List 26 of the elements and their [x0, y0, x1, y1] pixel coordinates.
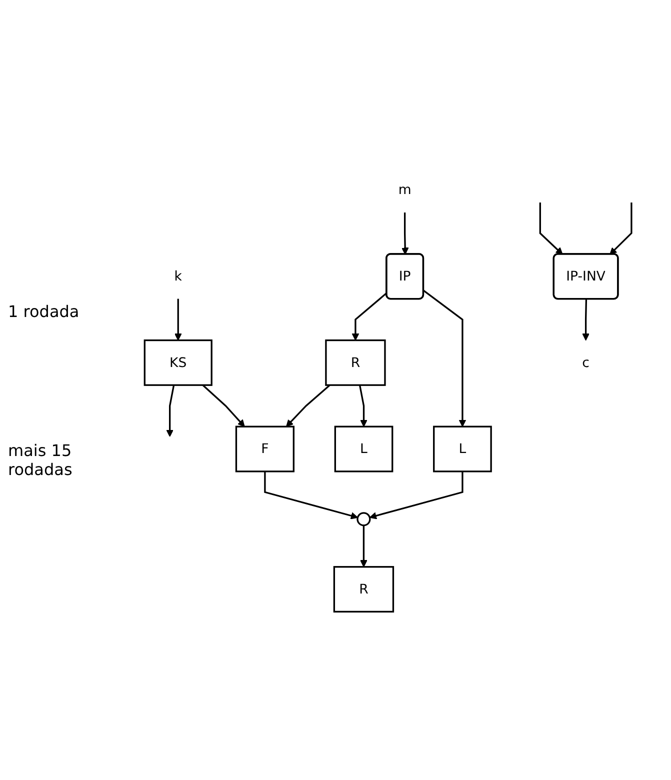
arrow — [360, 526, 368, 568]
round-note: 1 rodada — [8, 302, 80, 320]
node-box: R — [333, 566, 394, 613]
arrow — [352, 292, 388, 341]
node-text: m — [398, 182, 412, 198]
node-text: k — [174, 268, 182, 284]
node-box: F — [235, 426, 294, 473]
node-box: R — [325, 340, 386, 386]
arrow — [539, 202, 563, 256]
arrow — [358, 385, 368, 428]
arrow — [401, 212, 409, 256]
arrow — [166, 385, 175, 438]
node-circle — [356, 512, 371, 527]
node-box: L — [433, 426, 492, 473]
node-box: L — [334, 426, 394, 473]
arrow — [286, 384, 330, 428]
arrow — [423, 290, 466, 428]
arrow — [610, 202, 632, 256]
arrow — [174, 299, 182, 341]
arrow — [264, 472, 358, 520]
arrow — [369, 472, 464, 520]
node-text: c — [582, 354, 590, 370]
arrow — [582, 300, 590, 341]
round-note: mais 15 rodadas — [8, 440, 74, 478]
node-box: KS — [144, 340, 212, 386]
arrow — [202, 384, 245, 428]
